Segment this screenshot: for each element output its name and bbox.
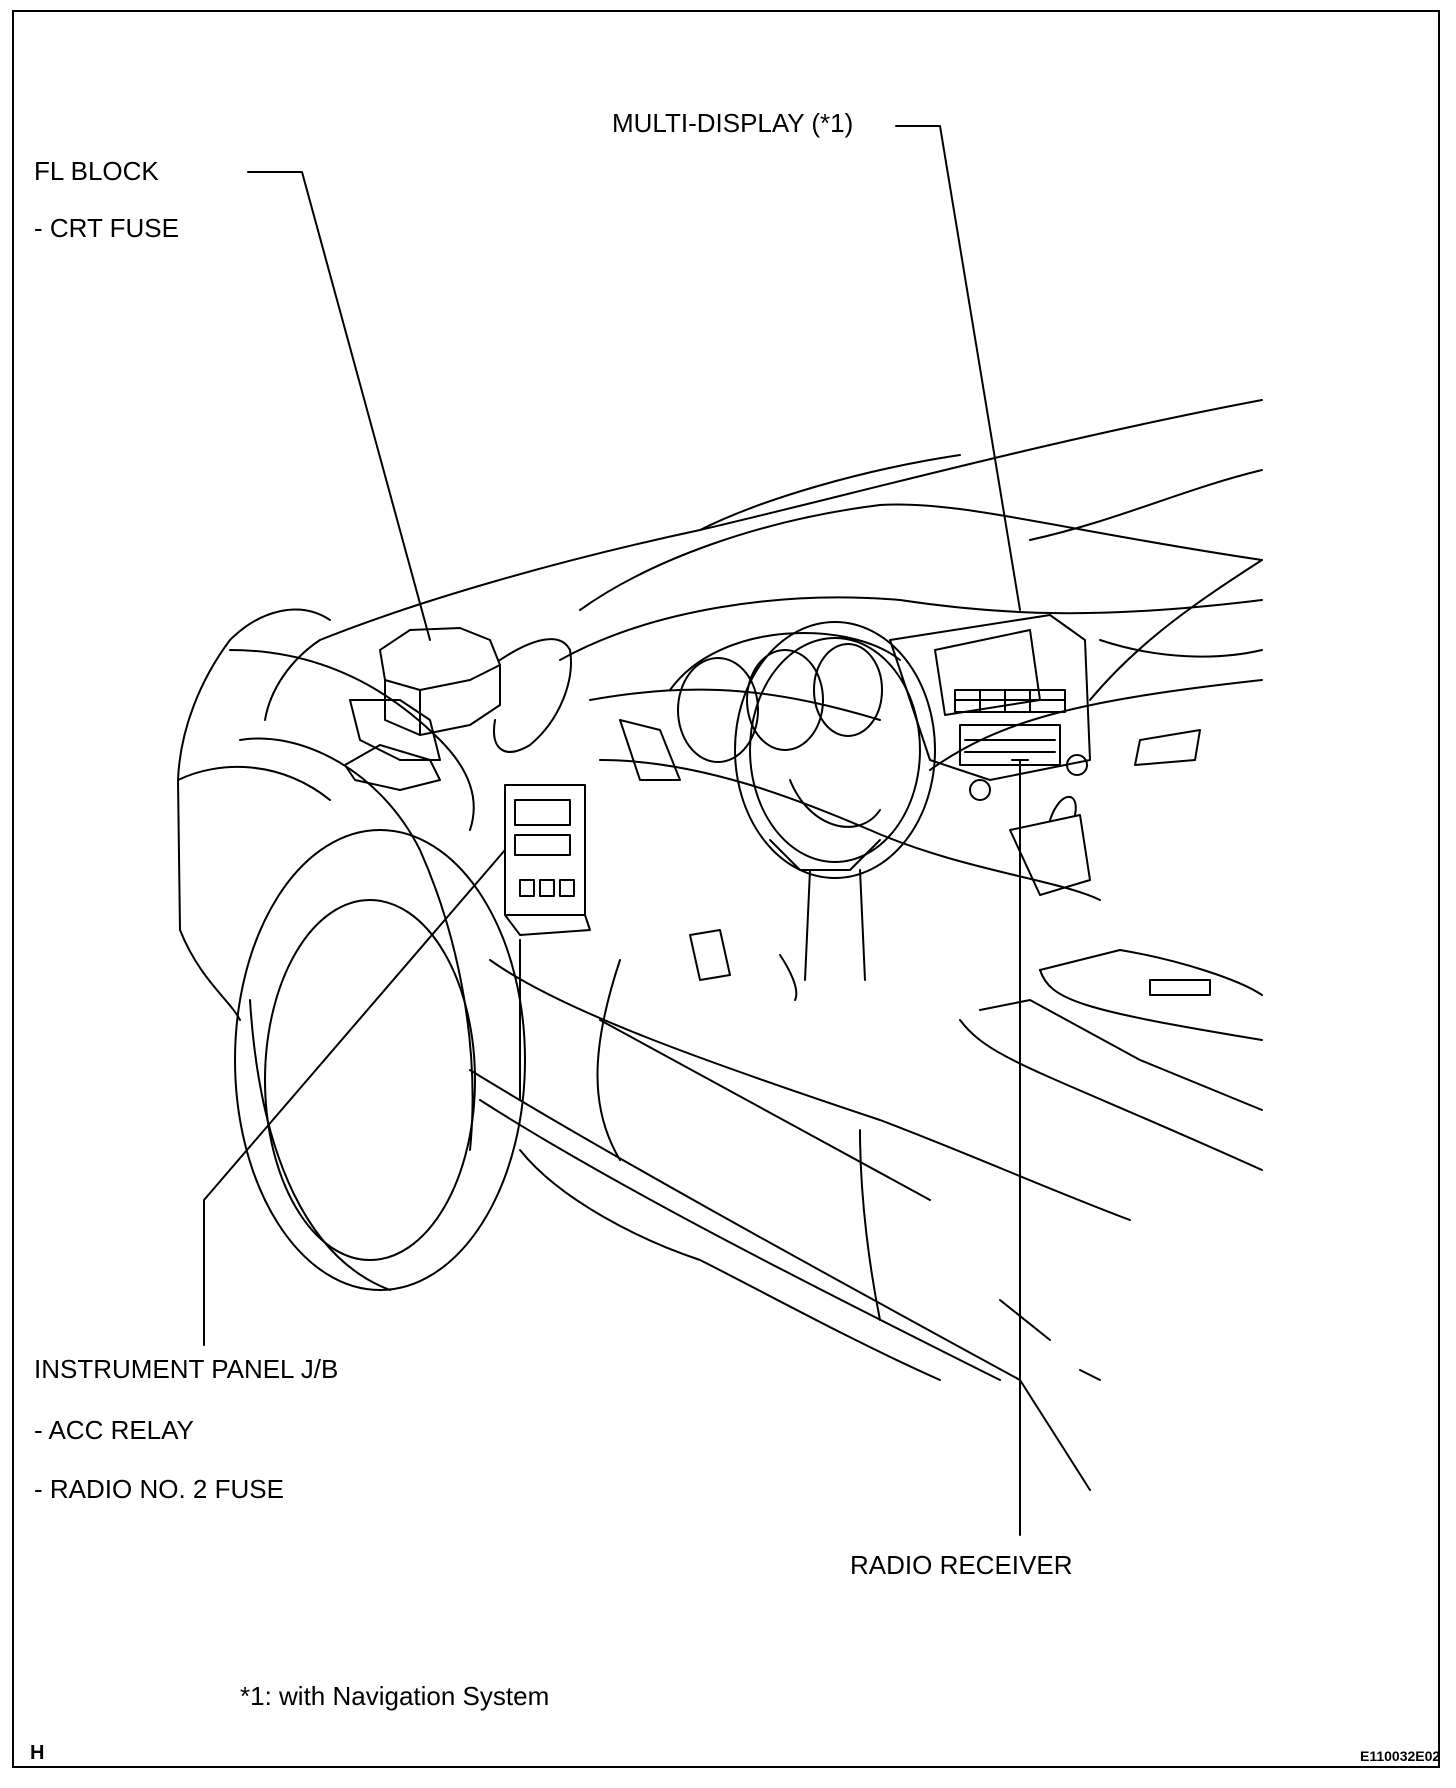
multi-display-leader bbox=[895, 125, 1021, 611]
hood-and-fender bbox=[177, 608, 475, 1151]
radio-no2-fuse-label: - RADIO NO. 2 FUSE bbox=[34, 1474, 284, 1504]
multi-display-label: MULTI-DISPLAY (*1) bbox=[612, 108, 854, 138]
fl-block-illustration bbox=[344, 627, 572, 791]
fl-block-leader bbox=[247, 171, 431, 641]
instrument-panel-jb-label: INSTRUMENT PANEL J/B bbox=[34, 1354, 339, 1384]
dashboard bbox=[559, 596, 1263, 901]
front-tire bbox=[234, 829, 526, 1291]
leader-lines bbox=[203, 125, 1029, 1536]
corner-letter: H bbox=[30, 1742, 45, 1764]
steering-wheel bbox=[734, 621, 936, 981]
windshield-outline bbox=[264, 399, 1263, 721]
footnote: *1: with Navigation System bbox=[240, 1681, 550, 1711]
diagram-frame bbox=[12, 10, 1440, 1768]
crt-fuse-label: - CRT FUSE bbox=[34, 213, 179, 243]
center-console bbox=[959, 949, 1263, 1171]
instrument-panel-jb-leader bbox=[203, 849, 506, 1346]
acc-relay-label: - ACC RELAY bbox=[34, 1415, 194, 1445]
figure-id: E110032E02 bbox=[1360, 1748, 1441, 1764]
door-and-sill bbox=[469, 939, 1131, 1491]
gauge-cluster bbox=[669, 632, 901, 763]
radio-receiver-label: RADIO RECEIVER bbox=[850, 1550, 1073, 1580]
fl-block-label: FL BLOCK bbox=[34, 156, 159, 186]
pedals bbox=[689, 929, 798, 1001]
instrument-panel-jb-illustration bbox=[504, 784, 591, 936]
center-stack bbox=[889, 614, 1091, 896]
